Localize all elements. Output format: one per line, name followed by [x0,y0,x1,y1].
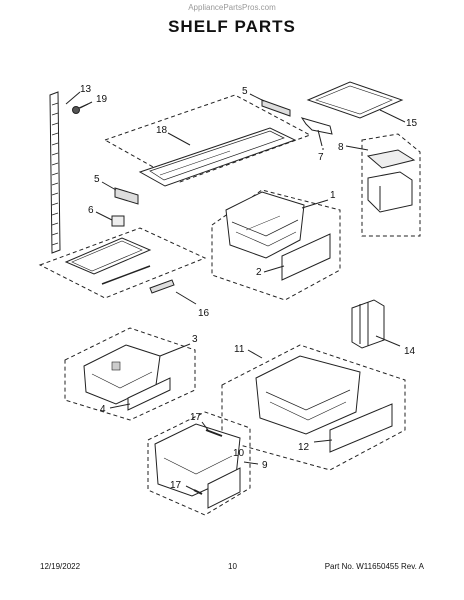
callout-3: 3 [192,334,198,345]
clip-part-6[interactable] [111,215,125,227]
divider-part-14[interactable] [351,299,385,349]
callout-2: 2 [256,267,262,278]
page-title: SHELF PARTS [168,17,296,36]
callout-14: 14 [404,346,416,357]
callout-10: 10 [233,448,245,459]
footer-date: 12/19/2022 [40,562,81,571]
glass-shelf-part-18[interactable] [138,127,297,187]
drawer-part-11[interactable] [255,355,361,435]
glass-shelf-part-15[interactable] [306,81,404,119]
callout-13: 13 [80,84,92,95]
callout-17-bottom: 17 [170,480,182,491]
callout-1: 1 [330,190,336,201]
watermark: AppliancePartsPros.com [188,3,276,12]
drawer-front-part-4[interactable] [127,377,171,411]
footer-part-number: Part No. W11650455 Rev. A [324,562,424,571]
drawer-front-part-12[interactable] [329,403,393,453]
callout-15: 15 [406,118,418,129]
callout-16: 16 [198,308,210,319]
callout-8: 8 [338,142,344,153]
door-bin-part-8[interactable] [366,149,416,213]
drawer-front-part-9[interactable] [207,467,241,509]
shelf-trim-part-16[interactable] [149,279,175,294]
shelf-clip-part-5-left[interactable] [114,187,139,205]
screw-part-17-top[interactable] [205,429,223,437]
drawer-front-part-2[interactable] [281,233,331,281]
callout-4: 4 [100,404,106,415]
crisper-drawer-part-1[interactable] [225,191,305,259]
callout-9: 9 [262,460,268,471]
callout-18: 18 [156,125,168,136]
callout-5-left: 5 [94,174,100,185]
callout-5-top: 5 [242,86,248,97]
callout-19: 19 [96,94,108,105]
footer-page-number: 10 [228,562,237,571]
callout-7: 7 [318,152,324,163]
callout-6: 6 [88,205,94,216]
callout-17-top: 17 [190,412,202,423]
callout-11: 11 [234,344,245,355]
vertical-rail-part-13[interactable] [49,91,61,254]
callout-12: 12 [298,442,310,453]
screw-part-17-bottom[interactable] [193,489,203,495]
drawer-part-10[interactable] [154,423,241,497]
shelf-clip-part-5-top[interactable] [261,99,291,117]
bracket-part-7[interactable] [300,117,333,147]
glass-shelf-part-6[interactable] [64,237,152,275]
